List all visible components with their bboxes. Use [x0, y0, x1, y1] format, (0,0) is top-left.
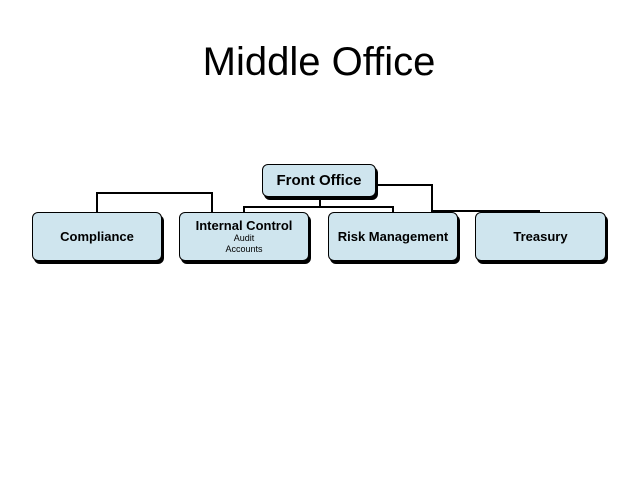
slide-title: Middle Office: [202, 40, 436, 84]
node-internal-control-sub-audit: Audit: [233, 233, 255, 243]
node-internal-control-sub-accounts: Accounts: [225, 244, 263, 254]
connector-compliance: [96, 192, 213, 213]
node-compliance: Compliance: [32, 212, 162, 261]
node-compliance-label: Compliance: [60, 229, 134, 244]
node-front-office-label: Front Office: [276, 172, 362, 189]
node-internal-control: Internal Control Audit Accounts: [179, 212, 309, 261]
node-treasury-label: Treasury: [513, 229, 568, 244]
node-treasury: Treasury: [475, 212, 606, 261]
connector-risk-management: [243, 206, 394, 213]
node-front-office: Front Office: [262, 164, 376, 197]
connector-treasury: [376, 184, 540, 212]
node-risk-management: Risk Management: [328, 212, 458, 261]
node-risk-management-label: Risk Management: [337, 229, 449, 244]
node-internal-control-label: Internal Control: [195, 218, 293, 233]
